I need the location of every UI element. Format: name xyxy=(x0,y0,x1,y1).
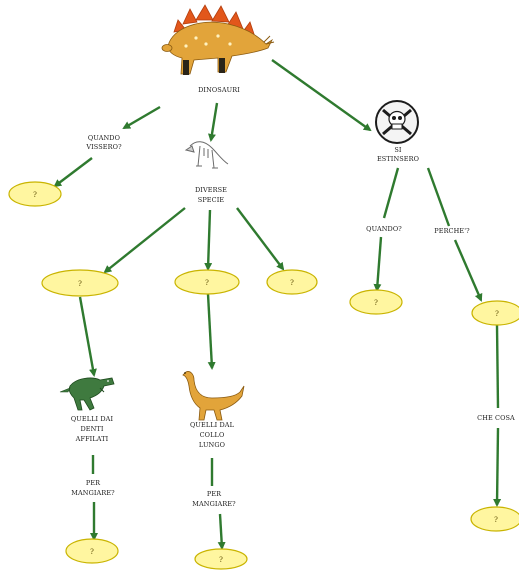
denti-affilati-label-line1: QUELLI DAI xyxy=(71,415,114,423)
diverse-specie-label-line2: SPECIE xyxy=(198,196,225,204)
dinosauri-label: DINOSAURI xyxy=(198,86,240,94)
oval-specie-2: ? xyxy=(174,269,240,295)
si-estinsero-label-line2: ESTINSERO xyxy=(377,155,419,163)
edge-oval-checosa xyxy=(495,324,500,409)
per-mangiare-2-label-line1: PER xyxy=(207,490,222,498)
edge-quandovissero-oval xyxy=(53,157,93,188)
quando-vissero-label-line2: VISSERO? xyxy=(85,143,122,151)
edge-specie-oval3 xyxy=(236,207,285,271)
oval-question-mark: ? xyxy=(495,310,499,318)
edge-per2-oval xyxy=(217,513,226,550)
edge-estinsero-perche xyxy=(426,167,451,227)
skull-crossbones-icon xyxy=(375,100,419,144)
oval-question-mark: ? xyxy=(374,299,378,307)
oval-question-mark: ? xyxy=(78,280,82,288)
denti-affilati-label-line2: DENTI xyxy=(80,425,103,433)
collo-lungo-label-line1: QUELLI DAL xyxy=(190,421,235,429)
edge-estinsero-quando xyxy=(382,167,400,219)
per-mangiare-1-label-line1: PER xyxy=(86,479,101,487)
edge-dinosauri-quandovissero xyxy=(122,105,161,130)
edge-dinosauri-estinsero xyxy=(271,59,372,132)
oval-quando-vissero: ? xyxy=(8,181,62,207)
oval-specie-1: ? xyxy=(41,269,119,297)
collo-lungo-label-line2: COLLO xyxy=(200,431,225,439)
denti-affilati-label-line3: AFFILATI xyxy=(75,435,109,443)
collo-lungo-label-line3: LUNGO xyxy=(199,441,225,449)
edges xyxy=(53,59,502,550)
oval-quando: ? xyxy=(349,289,403,315)
sauropod-icon xyxy=(182,371,245,421)
oval-question-mark: ? xyxy=(219,556,223,564)
diverse-specie-label-line1: DIVERSE xyxy=(195,186,227,194)
quando-vissero-label-line1: QUANDO xyxy=(88,134,120,142)
edge-specie-oval2 xyxy=(204,209,213,271)
oval-che-cosa: ? xyxy=(470,506,519,532)
oval-question-mark: ? xyxy=(494,516,498,524)
edge-oval1-trex xyxy=(78,296,97,377)
oval-mangiare-2: ? xyxy=(194,548,248,570)
stegosaurus-icon xyxy=(161,4,275,75)
edge-perche-oval xyxy=(453,239,483,302)
che-cosa-label: CHE COSA xyxy=(477,414,515,422)
tyrannosaurus-icon xyxy=(59,377,115,411)
edge-quando-oval xyxy=(373,236,383,292)
oval-perche: ? xyxy=(471,300,519,326)
per-mangiare-2-label-line2: MANGIARE? xyxy=(192,500,236,508)
si-estinsero-label-line1: SI xyxy=(394,146,402,154)
oval-question-mark: ? xyxy=(205,279,209,287)
quando-label: QUANDO? xyxy=(366,225,402,233)
oval-question-mark: ? xyxy=(90,548,94,556)
edge-dinosauri-skeleton xyxy=(208,102,219,142)
oval-specie-3: ? xyxy=(266,269,318,295)
edge-oval2-sauropod xyxy=(206,293,216,370)
per-mangiare-1-label-line2: MANGIARE? xyxy=(71,489,115,497)
oval-question-mark: ? xyxy=(290,279,294,287)
perche-label: PERCHE'? xyxy=(434,227,470,235)
dinosaur-skeleton-icon xyxy=(184,141,229,169)
edge-checosa-oval xyxy=(493,427,502,507)
oval-mangiare-1: ? xyxy=(65,538,119,564)
oval-question-mark: ? xyxy=(33,191,37,199)
edge-specie-oval1 xyxy=(103,207,186,274)
